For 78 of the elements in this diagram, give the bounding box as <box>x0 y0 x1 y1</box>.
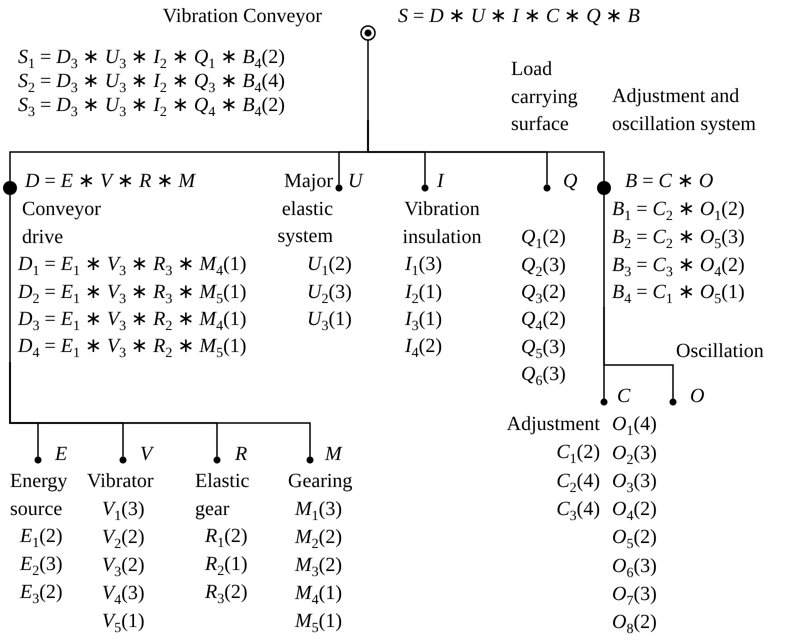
variant-label: O$_{6}$(3) <box>612 554 657 580</box>
formula-label: D$_{1}$ = E$_{1}$ ∗ V$_{3}$ ∗ R$_{3}$ ∗ M$_{4}$(1) <box>18 252 246 279</box>
component-label: Oscillation <box>676 339 764 364</box>
component-label: Vibration insulation <box>402 197 482 250</box>
formula-label: S = D ∗ U ∗ I ∗ C ∗ Q ∗ B <box>398 4 640 30</box>
component-label: Elastic gear <box>195 469 250 522</box>
variant-label: V$_{3}$(2) <box>102 553 145 580</box>
variant-label: Q$_{2}$(3) <box>521 252 566 280</box>
symbol-label: V <box>140 442 152 468</box>
variant-label: O$_{1}$(4) <box>612 412 657 439</box>
component-label: Adjustment and oscillation system <box>612 84 757 137</box>
formula-label: D$_{4}$ = E$_{1}$ ∗ V$_{3}$ ∗ R$_{2}$ ∗ M$_{5}$(1) <box>18 334 246 361</box>
variant-label: M$_{3}$(2) <box>295 553 342 580</box>
symbol-label: C <box>617 384 630 410</box>
variant-label: V$_{4}$(3) <box>102 581 145 608</box>
tree-connector <box>603 307 674 385</box>
variant-label: U$_{3}$(1) <box>307 307 352 334</box>
variant-label: Q$_{3}$(2) <box>521 280 566 307</box>
variant-label: Q$_{1}$(2) <box>521 225 566 252</box>
formula-label: D$_{3}$ = E$_{1}$ ∗ V$_{3}$ ∗ R$_{2}$ ∗ M$_{4}$(1) <box>18 307 246 334</box>
formula-label: B$_{1}$ = C$_{2}$ ∗ O$_{1}$(2) <box>612 197 745 224</box>
symbol-label: I <box>437 169 444 194</box>
variant-label: R$_{3}$(2) <box>205 580 248 606</box>
formula-label: B$_{3}$ = C$_{3}$ ∗ O$_{4}$(2) <box>612 252 745 280</box>
component-label: Conveyor drive <box>22 197 101 250</box>
symbol-label: U <box>348 169 362 194</box>
variant-label: M$_{5}$(1) <box>295 609 342 636</box>
formula-label: D$_{2}$ = E$_{1}$ ∗ V$_{3}$ ∗ R$_{3}$ ∗ M$_{5}$(1) <box>18 280 246 306</box>
symbol-label: E <box>55 442 68 468</box>
variant-label: U$_{1}$(2) <box>307 252 352 279</box>
variant-label: Q$_{5}$(3) <box>521 334 566 362</box>
variant-label: R$_{2}$(1) <box>205 552 248 578</box>
variant-label: M$_{2}$(2) <box>295 525 342 552</box>
formula-label: B$_{2}$ = C$_{2}$ ∗ O$_{5}$(3) <box>612 224 745 252</box>
formula-label: S$_{2}$ = D$_{3}$ ∗ U$_{3}$ ∗ I$_{2}$ ∗ Q$_{3}$ ∗ B$_{4}$(4) <box>18 69 285 96</box>
tree-connector <box>367 120 605 172</box>
variant-label: E$_{1}$(2) <box>20 524 63 551</box>
component-label: Adjustment <box>506 412 600 438</box>
variant-label: O$_{8}$(2) <box>612 610 657 637</box>
variant-label: V$_{2}$(2) <box>102 525 145 552</box>
symbol-label: M <box>325 442 342 468</box>
component-label: Energy source <box>10 469 68 522</box>
component-label: Major elastic system <box>277 169 333 250</box>
symbol-label: Q <box>563 169 578 194</box>
variant-label: O$_{5}$(2) <box>612 525 657 552</box>
variant-label: Q$_{4}$(2) <box>521 307 566 334</box>
tree-connector <box>9 362 311 442</box>
component-label: Load carrying surface <box>511 57 578 138</box>
variant-label: V$_{5}$(1) <box>102 609 145 636</box>
variant-label: C$_{3}$(4) <box>556 497 600 524</box>
variant-label: E$_{3}$(2) <box>20 580 63 606</box>
component-label: Vibrator <box>87 469 154 494</box>
symbol-label: O <box>690 384 704 410</box>
variant-label: C$_{2}$(4) <box>556 469 600 496</box>
variant-label: C$_{1}$(2) <box>556 440 600 467</box>
node-title: Vibration Conveyor <box>162 4 322 30</box>
variant-label: M$_{1}$(3) <box>295 497 342 524</box>
component-label: Gearing <box>288 469 352 494</box>
variant-label: I$_{3}$(1) <box>405 307 442 334</box>
variant-label: O$_{3}$(3) <box>612 468 657 496</box>
formula-label: S$_{1}$ = D$_{3}$ ∗ U$_{3}$ ∗ I$_{2}$ ∗ Q$_{1}$ ∗ B$_{4}$(2) <box>18 45 285 72</box>
variant-label: I$_{2}$(1) <box>405 280 442 306</box>
formula-label: B$_{4}$ = C$_{1}$ ∗ O$_{5}$(1) <box>612 280 745 307</box>
variant-label: U$_{2}$(3) <box>307 280 352 306</box>
formula-label: S$_{3}$ = D$_{3}$ ∗ U$_{3}$ ∗ I$_{2}$ ∗ Q$_{4}$ ∗ B$_{4}$(2) <box>18 93 285 120</box>
variant-label: R$_{1}$(2) <box>205 524 248 551</box>
symbol-label: R <box>235 442 248 468</box>
variant-label: I$_{1}$(3) <box>405 252 442 279</box>
formula-label: B = C ∗ O <box>625 169 714 194</box>
variant-label: I$_{4}$(2) <box>405 334 442 361</box>
variant-label: V$_{1}$(3) <box>102 497 145 524</box>
variant-label: O$_{4}$(2) <box>612 497 657 524</box>
variant-label: M$_{4}$(1) <box>295 581 342 608</box>
variant-label: O$_{7}$(3) <box>612 582 657 609</box>
variant-label: O$_{2}$(3) <box>612 440 657 468</box>
variant-label: E$_{2}$(3) <box>20 552 63 578</box>
formula-label: D = E ∗ V ∗ R ∗ M <box>25 169 196 194</box>
variant-label: Q$_{6}$(3) <box>521 362 566 389</box>
